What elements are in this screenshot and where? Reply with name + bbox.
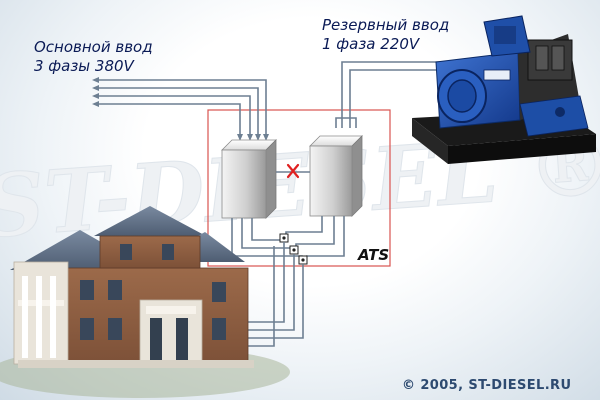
- house-icon: [0, 206, 290, 398]
- reserve-input-wires: [335, 61, 446, 128]
- terminal-block-icon: [279, 233, 289, 243]
- terminal-block-icon: [289, 245, 299, 255]
- main-input-arrowheads: [92, 77, 269, 141]
- reserve-switch-cabinet: [309, 135, 363, 217]
- diesel-generator-icon: [412, 15, 596, 164]
- terminal-block-icon: [298, 255, 308, 265]
- main-input-spec: 3 фазы 380V: [34, 57, 134, 75]
- ats-frame: [207, 109, 391, 267]
- reserve-input-title: Резервный ввод: [322, 16, 450, 34]
- reserve-input-label: Резервный ввод 1 фаза 220V: [322, 16, 449, 54]
- reserve-input-spec: 1 фаза 220V: [322, 35, 420, 53]
- main-input-wires: [96, 79, 267, 138]
- load-output-wires: [240, 242, 304, 347]
- main-switch-cabinet: [221, 139, 277, 219]
- interlock-x-icon: [286, 163, 300, 179]
- main-input-title: Основной ввод: [34, 38, 153, 56]
- interlock-link: [276, 163, 310, 179]
- ats-label: ATS: [358, 246, 390, 264]
- copyright-text: © 2005, ST-DIESEL.RU: [402, 378, 572, 393]
- main-input-label: Основной ввод 3 фазы 380V: [34, 38, 153, 76]
